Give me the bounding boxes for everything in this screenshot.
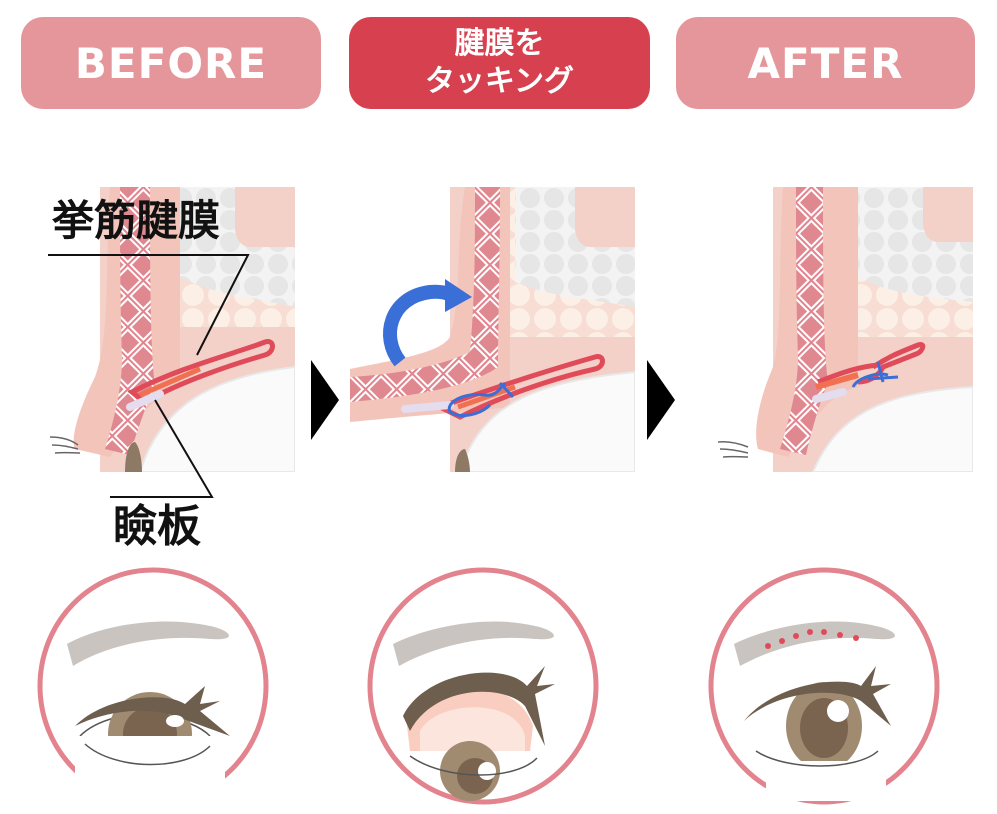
eye-front-after-illustration (708, 567, 940, 805)
eye-front-tacking (365, 566, 601, 806)
stage-label-before: BEFORE (21, 17, 321, 109)
stage-label-after-text: AFTER (747, 38, 904, 88)
stage-label-tacking-line2: タッキング (424, 64, 575, 99)
stitch-marks-icon (765, 629, 859, 649)
eye-front-tacking-illustration (367, 567, 599, 805)
eyelid-anatomy-after-illustration (718, 187, 973, 472)
cross-section-after (718, 187, 973, 472)
cross-section-tacking (350, 187, 635, 472)
eyelid-anatomy-tacking-illustration (350, 187, 635, 472)
stage-label-tacking: 腱膜を タッキング (349, 17, 650, 109)
label-levator-aponeurosis: 挙筋腱膜 (52, 196, 221, 245)
eye-front-before-illustration (37, 567, 269, 806)
step-arrow-icon (311, 360, 339, 440)
step-arrow-icon (647, 360, 675, 440)
label-tarsal-plate: 瞼板 (113, 501, 201, 552)
stage-label-tacking-line1: 腱膜を (454, 26, 545, 61)
eye-front-before (35, 566, 271, 806)
stage-label-before-text: BEFORE (74, 38, 268, 88)
stage-label-after: AFTER (676, 17, 975, 109)
eye-front-after (706, 566, 942, 806)
